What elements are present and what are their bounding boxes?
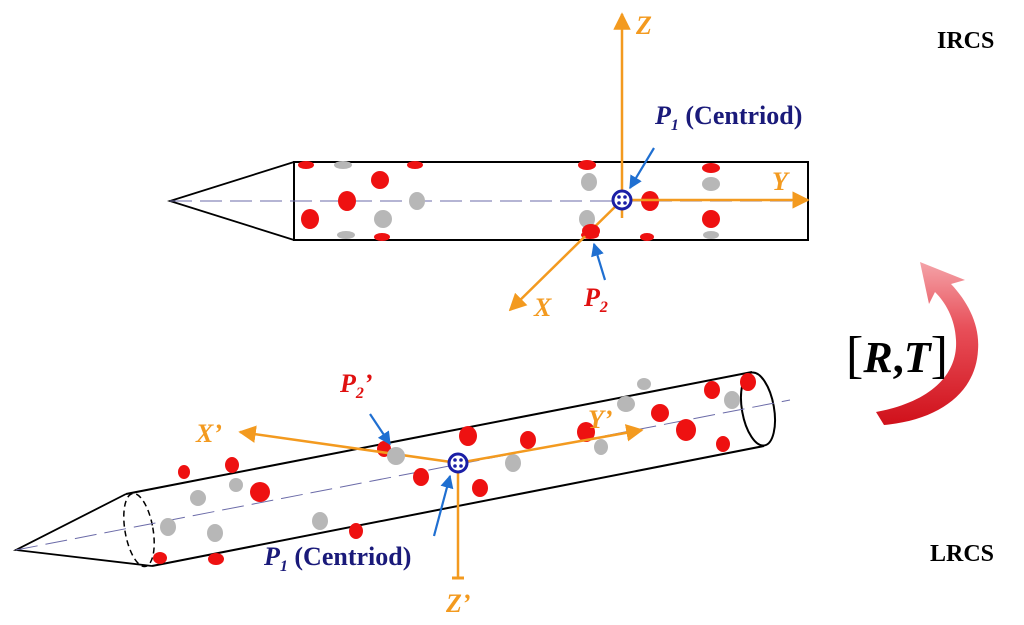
transform-close: ]: [931, 327, 948, 384]
lrc-p2-label: P2’: [339, 369, 373, 402]
lrc-centroid-sub: 1: [280, 558, 288, 575]
lrc-x-axis: [238, 425, 459, 465]
lrc-probe: [12, 371, 791, 568]
lrc-y-label: Y’: [588, 405, 613, 434]
lrc-probe-endcap: [739, 371, 777, 447]
irc-centroid-pointer-icon: [629, 147, 655, 190]
lrc-p2-marker: [387, 447, 405, 465]
lrc-centroid-label: P1 (Centriod): [263, 542, 411, 575]
lrc-x-label: X’: [195, 419, 222, 448]
lrc-centroid-p: P: [263, 542, 281, 571]
irc-p2-sub: 2: [599, 299, 608, 316]
transform-t: T: [904, 333, 933, 382]
irc-centroid-icon: [611, 189, 633, 211]
irc-y-label: Y: [772, 167, 790, 196]
lrc-probe-tip: [12, 493, 153, 567]
lrc-axes: Y’ X’ Z’: [195, 405, 644, 618]
lrc-markers: [153, 373, 756, 565]
irc-centroid-label: P1 (Centriod): [654, 101, 802, 134]
lrc-y-axis: [457, 424, 644, 465]
irc-p2-label: P2: [583, 283, 608, 316]
irc-p2-marker: [582, 224, 600, 238]
transform-r: R: [862, 333, 892, 382]
lrc-p2-sub: 2: [355, 385, 364, 402]
irc-frame-name: IRCS: [937, 28, 994, 54]
lrc-p2-prime: ’: [364, 369, 373, 398]
lrc-p2-pointer-icon: [369, 413, 391, 446]
lrc-centroid-pointer-icon: [432, 474, 454, 537]
irc-centroid-text: (Centriod): [679, 101, 802, 130]
lrc-z-label: Z’: [445, 589, 471, 618]
transform-label: [R,T]: [846, 327, 948, 384]
irc-axes: Z Y X: [508, 11, 810, 322]
irc-probe: [167, 160, 809, 241]
lrc-probe-tip-base: [123, 492, 155, 568]
irc-markers: [298, 160, 720, 241]
lrc-probe-axis: [15, 399, 791, 551]
irc-z-label: Z: [635, 11, 652, 40]
transform-sep: ,: [893, 333, 904, 382]
irc-x-axis: [508, 199, 623, 312]
irc-centroid-p: P: [654, 101, 672, 130]
transform-open: [: [846, 327, 863, 384]
irc-p2-p: P: [583, 283, 601, 312]
lrc-centroid-text: (Centriod): [288, 542, 411, 571]
irc-p2-pointer-icon: [591, 242, 607, 281]
lrc-frame-name: LRCS: [930, 541, 994, 567]
lrc-probe-top-edge: [125, 371, 753, 495]
lrc-p2-p: P: [339, 369, 357, 398]
lrc-centroid-icon: [447, 452, 469, 474]
irc-centroid-sub: 1: [671, 117, 679, 134]
irc-x-label: X: [533, 293, 552, 322]
rotation-arrow-icon: [876, 262, 979, 425]
